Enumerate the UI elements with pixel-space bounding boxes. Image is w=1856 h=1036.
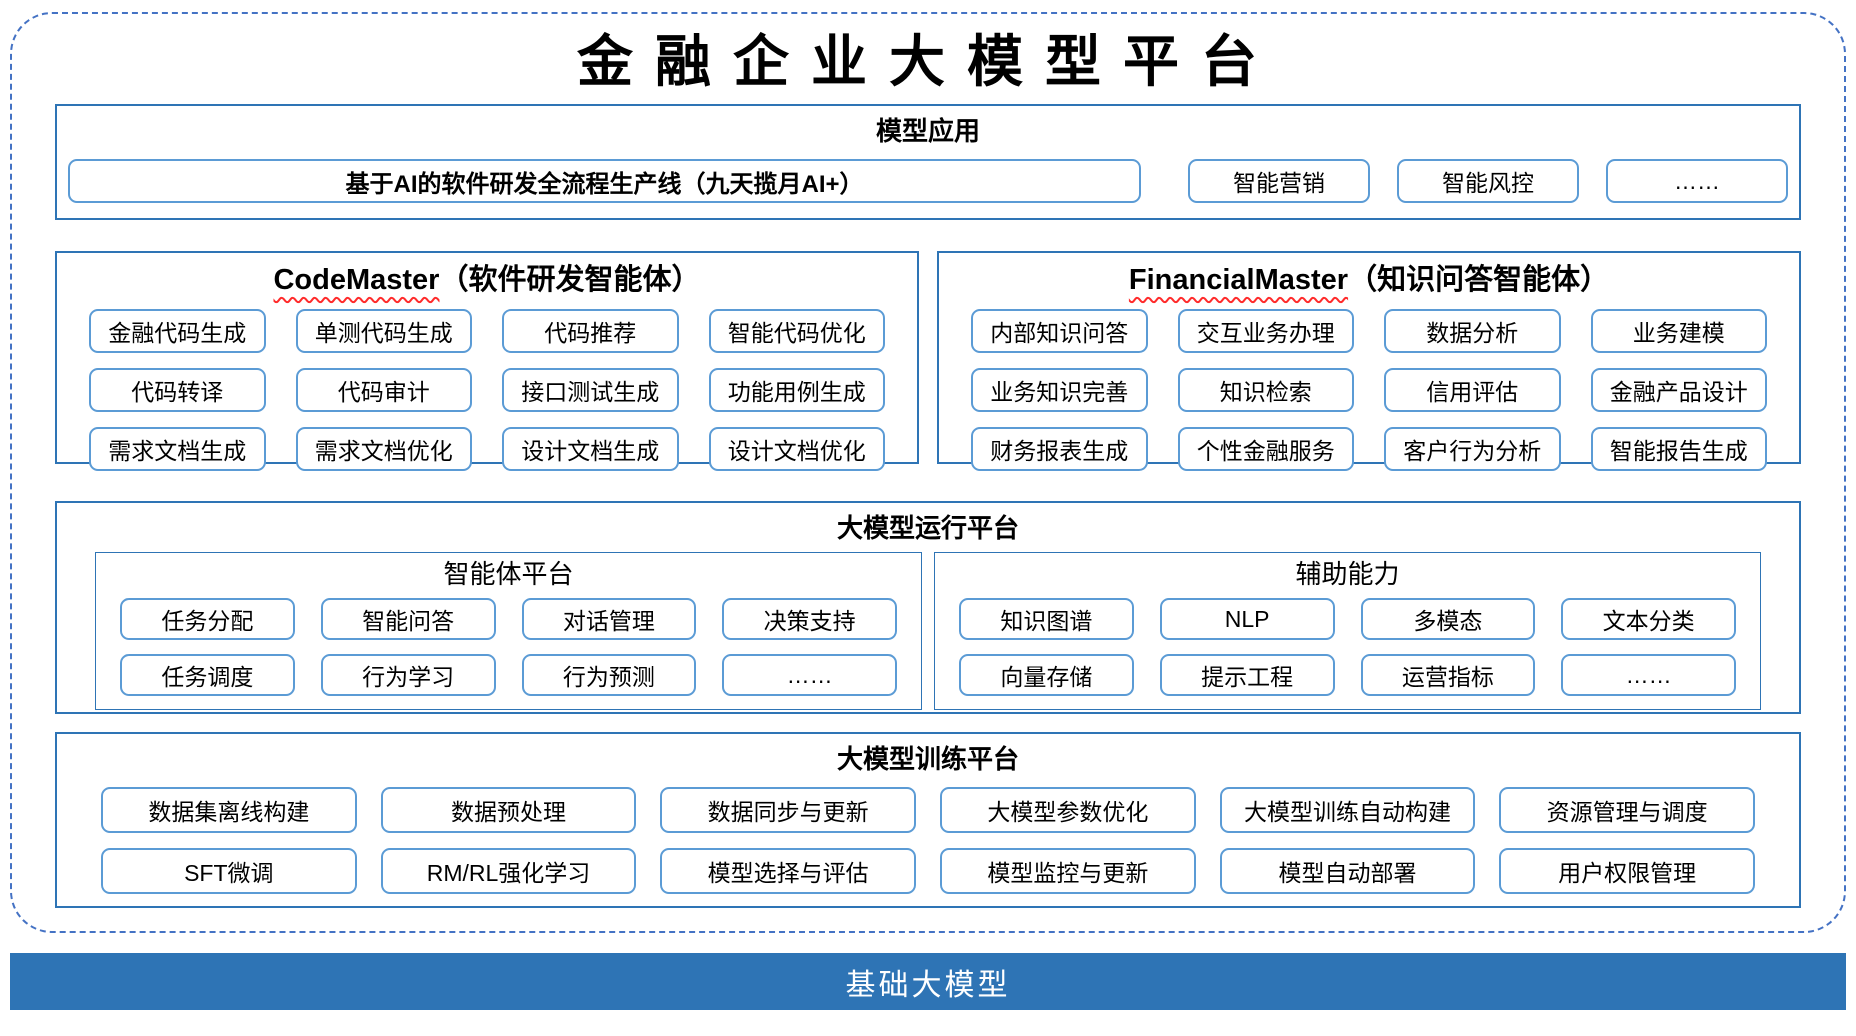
capability-card: 智能问答	[320, 598, 496, 641]
section-runtime-title: 大模型运行平台	[836, 513, 1019, 544]
capability-card: 数据集离线构建	[101, 787, 357, 834]
capability-card: 业务知识完善	[971, 367, 1148, 412]
capability-card: 文本分类	[1561, 598, 1736, 641]
diagram-canvas: 金融企业大模型平台 模型应用 基于AI的软件研发全流程生产线（九天揽月AI+） …	[0, 12, 1856, 1036]
capability-card: 信用评估	[1384, 367, 1561, 412]
capability-card: 大模型参数优化	[940, 787, 1196, 834]
subsection-auxiliary: 辅助能力 知识图谱 NLP 多模态 文本分类 向量存储 提示工程 运营指标 ……	[934, 552, 1761, 711]
codemaster-grid: 金融代码生成 单测代码生成 代码推荐 智能代码优化 代码转译 代码审计 接口测试…	[57, 301, 917, 471]
base-model-bar-label: 基础大模型	[845, 968, 1011, 1002]
section-model-apps-title: 模型应用	[875, 116, 980, 147]
capability-card: 模型自动部署	[1219, 848, 1476, 895]
capability-card: 交互业务办理	[1177, 308, 1354, 353]
capability-card: 客户行为分析	[1384, 426, 1561, 471]
base-model-bar: 基础大模型	[10, 953, 1846, 1010]
financialmaster-grid: 内部知识问答 交互业务办理 数据分析 业务建模 业务知识完善 知识检索 信用评估…	[939, 301, 1799, 471]
capability-card: 任务调度	[120, 654, 295, 697]
section-codemaster: CodeMaster（软件研发智能体） 金融代码生成 单测代码生成 代码推荐 智…	[55, 251, 919, 471]
capability-card: 用户权限管理	[1499, 848, 1755, 895]
app-card-more: ……	[1606, 159, 1788, 204]
capability-card: 行为预测	[521, 654, 697, 697]
capability-card: 对话管理	[521, 598, 697, 641]
section-financialmaster: FinancialMaster（知识问答智能体） 内部知识问答 交互业务办理 数…	[937, 251, 1801, 471]
capability-card: RM/RL强化学习	[380, 848, 637, 895]
capability-card: 单测代码生成	[295, 308, 472, 353]
capability-card: 数据分析	[1384, 308, 1561, 353]
capability-card: 知识图谱	[959, 598, 1134, 641]
app-card-marketing: 智能营销	[1188, 159, 1370, 204]
capability-card: 大模型训练自动构建	[1219, 787, 1476, 834]
agent-platform-title: 智能体平台	[443, 559, 574, 590]
capability-card: 代码转译	[89, 367, 266, 412]
app-card-ai-pipeline: 基于AI的软件研发全流程生产线（九天揽月AI+）	[68, 159, 1141, 204]
codemaster-title-zh: （软件研发智能体）	[439, 264, 701, 297]
capability-card: 接口测试生成	[502, 367, 679, 412]
capability-card: 数据同步与更新	[660, 787, 916, 834]
capability-card: 提示工程	[1159, 654, 1335, 697]
capability-card: 决策支持	[722, 598, 897, 641]
capability-card: 数据预处理	[380, 787, 637, 834]
section-financialmaster-title: FinancialMaster（知识问答智能体）	[939, 261, 1799, 300]
subsection-agent-platform: 智能体平台 任务分配 智能问答 对话管理 决策支持 任务调度 行为学习 行为预测…	[95, 552, 922, 711]
capability-card: 运营指标	[1360, 654, 1536, 697]
capability-card: NLP	[1159, 598, 1335, 641]
page-title: 金融企业大模型平台	[577, 29, 1279, 95]
platform-frame: 金融企业大模型平台 模型应用 基于AI的软件研发全流程生产线（九天揽月AI+） …	[10, 12, 1846, 933]
auxiliary-grid: 知识图谱 NLP 多模态 文本分类 向量存储 提示工程 运营指标 ……	[935, 592, 1760, 697]
capability-card: 业务建模	[1590, 308, 1767, 353]
capability-card: 智能代码优化	[708, 308, 885, 353]
capability-card: ……	[722, 654, 897, 697]
capability-card: 金融代码生成	[89, 308, 266, 353]
capability-card: 模型选择与评估	[660, 848, 916, 895]
capability-card: 个性金融服务	[1177, 426, 1354, 471]
capability-card: 向量存储	[959, 654, 1134, 697]
codemaster-title-en: CodeMaster	[273, 264, 440, 297]
section-codemaster-title: CodeMaster（软件研发智能体）	[57, 261, 917, 300]
capability-card: 需求文档生成	[89, 426, 266, 471]
agents-row: CodeMaster（软件研发智能体） 金融代码生成 单测代码生成 代码推荐 智…	[55, 251, 1801, 471]
section-model-apps: 模型应用 基于AI的软件研发全流程生产线（九天揽月AI+） 智能营销 智能风控 …	[55, 104, 1801, 221]
runtime-columns: 智能体平台 任务分配 智能问答 对话管理 决策支持 任务调度 行为学习 行为预测…	[57, 546, 1799, 711]
capability-card: 设计文档优化	[708, 426, 885, 471]
capability-card: 代码审计	[295, 367, 472, 412]
capability-card: 智能报告生成	[1590, 426, 1767, 471]
capability-card: 功能用例生成	[708, 367, 885, 412]
capability-card: 多模态	[1360, 598, 1536, 641]
section-training-platform: 大模型训练平台 数据集离线构建 数据预处理 数据同步与更新 大模型参数优化 大模…	[55, 732, 1801, 909]
financialmaster-title-en: FinancialMaster	[1128, 264, 1349, 297]
section-training-title: 大模型训练平台	[836, 744, 1019, 775]
capability-card: 内部知识问答	[971, 308, 1148, 353]
capability-card: SFT微调	[101, 848, 357, 895]
capability-card: 金融产品设计	[1590, 367, 1767, 412]
auxiliary-title: 辅助能力	[1295, 559, 1400, 590]
section-runtime-platform: 大模型运行平台 智能体平台 任务分配 智能问答 对话管理 决策支持 任务调度 行…	[55, 501, 1801, 715]
capability-card: 行为学习	[320, 654, 496, 697]
app-card-risk: 智能风控	[1397, 159, 1579, 204]
capability-card: ……	[1561, 654, 1736, 697]
capability-card: 模型监控与更新	[940, 848, 1196, 895]
capability-card: 需求文档优化	[295, 426, 472, 471]
capability-card: 设计文档生成	[502, 426, 679, 471]
financialmaster-title-zh: （知识问答智能体）	[1348, 264, 1610, 297]
agent-platform-grid: 任务分配 智能问答 对话管理 决策支持 任务调度 行为学习 行为预测 ……	[96, 592, 921, 697]
capability-card: 财务报表生成	[971, 426, 1148, 471]
capability-card: 代码推荐	[502, 308, 679, 353]
capability-card: 任务分配	[120, 598, 295, 641]
training-grid: 数据集离线构建 数据预处理 数据同步与更新 大模型参数优化 大模型训练自动构建 …	[57, 777, 1799, 895]
model-apps-row: 基于AI的软件研发全流程生产线（九天揽月AI+） 智能营销 智能风控 ……	[57, 149, 1799, 204]
capability-card: 资源管理与调度	[1499, 787, 1755, 834]
capability-card: 知识检索	[1177, 367, 1354, 412]
